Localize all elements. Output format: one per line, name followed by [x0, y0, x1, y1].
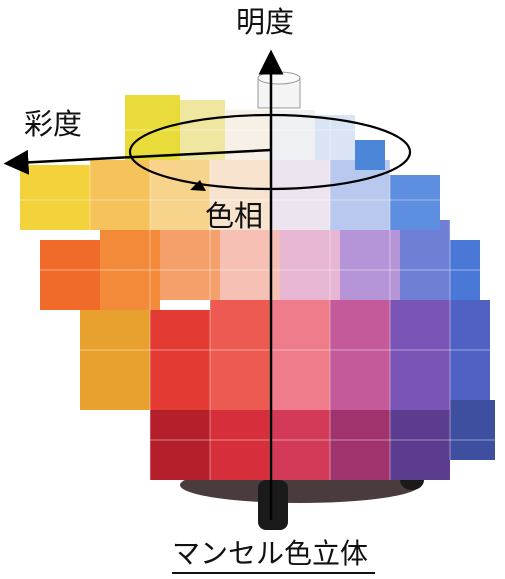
solid-top-cap-rim [257, 71, 301, 85]
chroma-axis-label: 彩度 [24, 107, 83, 141]
diagram-caption: マンセル色立体 [172, 537, 369, 570]
chroma-axis-arrow [3, 148, 272, 175]
color-solid [20, 71, 495, 530]
tier-4 [20, 160, 440, 230]
tier-3 [40, 220, 480, 310]
solid-base-cylinder [258, 480, 288, 530]
caption-underline [172, 572, 375, 574]
tier-2 [80, 300, 490, 410]
value-axis-label: 明度 [236, 5, 295, 39]
hue-circle-arrow [190, 180, 206, 191]
hue-label: 色相 [205, 199, 264, 233]
hue-circle [128, 113, 412, 191]
tier-bottom [150, 400, 495, 480]
tier-top [125, 95, 385, 170]
